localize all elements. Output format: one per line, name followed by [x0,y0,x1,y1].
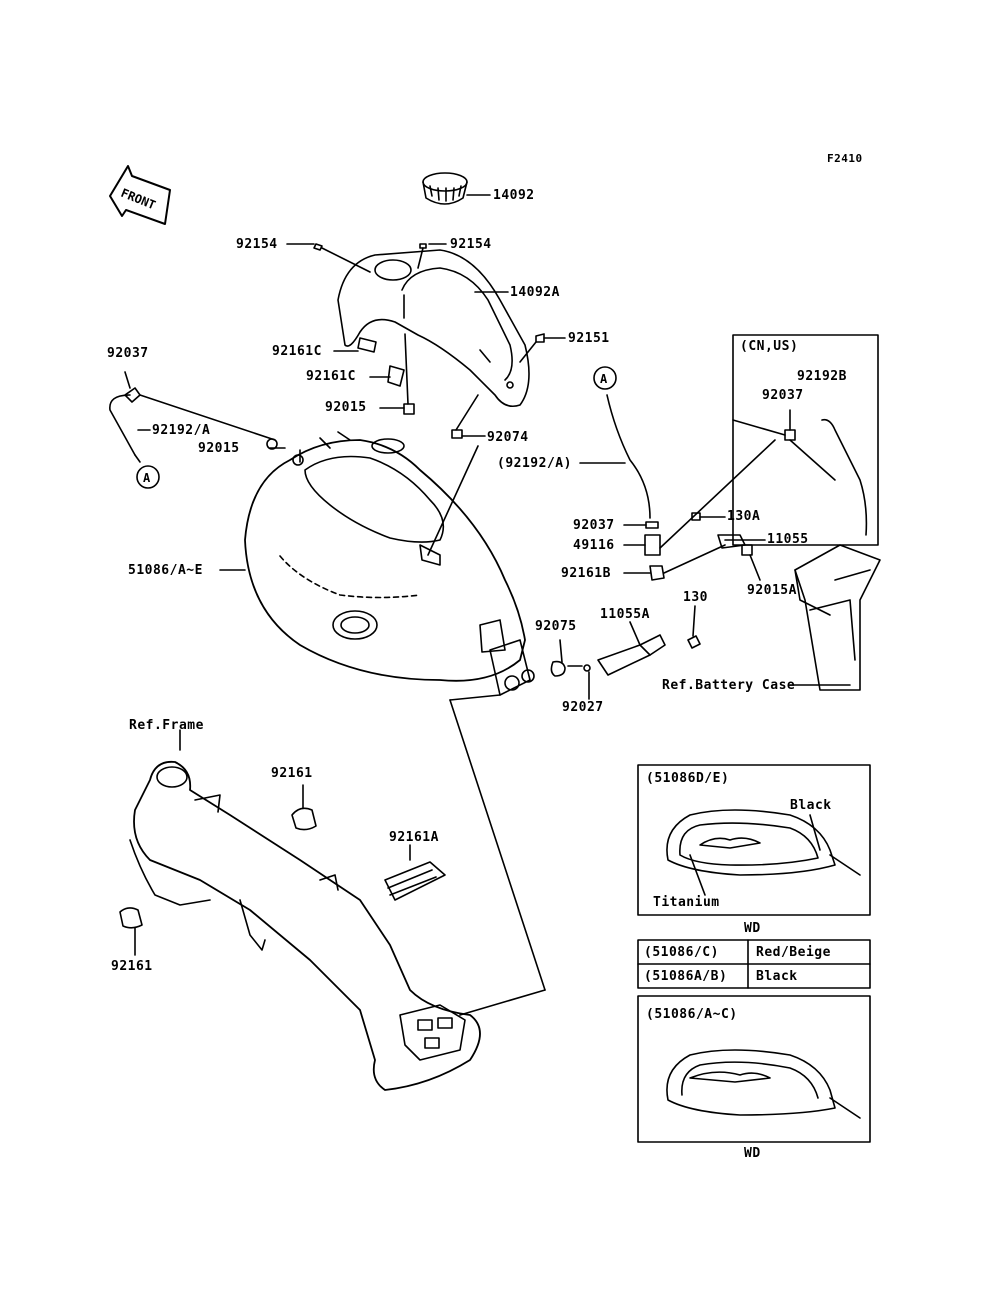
label-92161c-1: 92161C [272,344,322,359]
label-92192a-paren: (92192/A) [497,456,572,471]
front-arrow-icon [109,165,171,225]
variant-2-title: (51086/A~C) [646,1007,738,1022]
label-92161a: 92161A [389,830,439,845]
grommet-icon [333,333,566,439]
label-92027: 92027 [562,700,604,715]
variant-1-title: (51086D/E) [646,771,730,786]
label-92037-mid: 92037 [573,518,615,533]
leader-line-icon [459,989,546,1016]
label-92151: 92151 [568,331,610,346]
figure-code: F2410 [827,152,863,165]
variant-box-2-icon [637,995,871,1143]
callout-a-center: A [600,372,608,386]
label-92037-right: 92037 [762,388,804,403]
label-11055: 11055 [767,532,809,547]
screw-icon [286,243,447,273]
label-92161-top: 92161 [271,766,313,781]
variant-1-color-a: Black [790,798,832,813]
front-arrow-label: FRONT [119,186,158,213]
color-table-icon [637,939,871,989]
label-92015a: 92015A [747,583,797,598]
label-92161b: 92161B [561,566,611,581]
label-92074: 92074 [487,430,529,445]
color-table-row-2-color: Black [756,969,798,984]
label-92192b: 92192B [797,369,847,384]
callout-a-left: A [143,471,151,485]
label-92075: 92075 [535,619,577,634]
label-92161-bottom: 92161 [111,959,153,974]
variant-2-caption: WD [744,1146,761,1161]
frame-icon [119,729,481,1091]
label-51086: 51086/A~E [128,563,203,578]
label-92015-left: 92015 [198,441,240,456]
leader-line-icon [449,699,546,991]
label-ref-battery: Ref.Battery Case [662,678,796,693]
color-table-row-1-color: Red/Beige [756,945,831,960]
fuel-cap-icon [422,172,491,205]
battery-case-icon [789,544,881,691]
leader-line-icon [449,694,501,701]
label-92161c-2: 92161C [306,369,356,384]
label-14092: 14092 [493,188,535,203]
label-92154-right: 92154 [450,237,492,252]
label-130: 130 [683,590,708,605]
variant-1-caption: WD [744,921,761,936]
color-table-row-2-model: (51086A/B) [644,969,728,984]
label-92192a: 92192/A [152,423,211,438]
variant-1-color-b: Titanium [653,895,720,910]
label-92015-top: 92015 [325,400,367,415]
label-14092a: 14092A [510,285,560,300]
vent-hose-icon [109,371,276,463]
label-ref-frame: Ref.Frame [129,718,204,733]
cn-us-box-icon [732,334,879,546]
fuel-tank-icon [219,431,526,682]
label-92154-left: 92154 [236,237,278,252]
callout-circle-icon [136,366,617,489]
tank-cover-icon [337,249,530,408]
label-cn-us: (CN,US) [740,339,799,354]
label-11055a: 11055A [600,607,650,622]
color-table-row-1-model: (51086/C) [644,945,719,960]
mount-bracket-icon [489,605,701,700]
hose-center-icon [579,394,776,581]
label-49116: 49116 [573,538,615,553]
variant-box-1-icon [637,764,871,916]
label-130a: 130A [727,509,761,524]
label-92037-left: 92037 [107,346,149,361]
